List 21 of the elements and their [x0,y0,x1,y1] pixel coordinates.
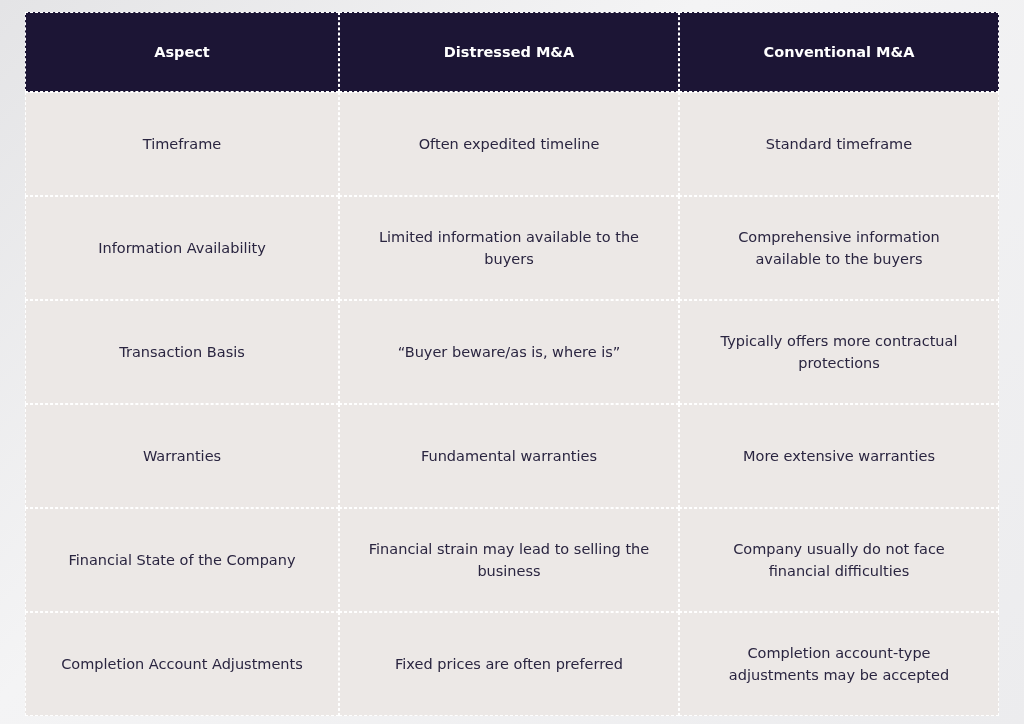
table-cell: Financial strain may lead to selling the business [339,508,679,612]
table-cell: Information Availability [25,196,339,300]
table-header-cell: Aspect [25,12,339,92]
table-cell: “Buyer beware/as is, where is” [339,300,679,404]
table-cell: Company usually do not face financial difficulties [679,508,999,612]
table-cell: Timeframe [25,92,339,196]
table-cell: Financial State of the Company [25,508,339,612]
table-cell: Limited information available to the buyers [339,196,679,300]
table-cell: Warranties [25,404,339,508]
table-cell: Fundamental warranties [339,404,679,508]
table-cell: Completion Account Adjustments [25,612,339,716]
table-cell: More extensive warranties [679,404,999,508]
table-cell: Typically offers more contractual protections [679,300,999,404]
table-cell: Standard timeframe [679,92,999,196]
table-cell: Fixed prices are often preferred [339,612,679,716]
table-header-cell: Conventional M&A [679,12,999,92]
table-header-cell: Distressed M&A [339,12,679,92]
table-cell: Comprehensive information available to the buyers [679,196,999,300]
table-cell: Transaction Basis [25,300,339,404]
table-cell: Completion account-type adjustments may be accepted [679,612,999,716]
table-cell: Often expedited timeline [339,92,679,196]
